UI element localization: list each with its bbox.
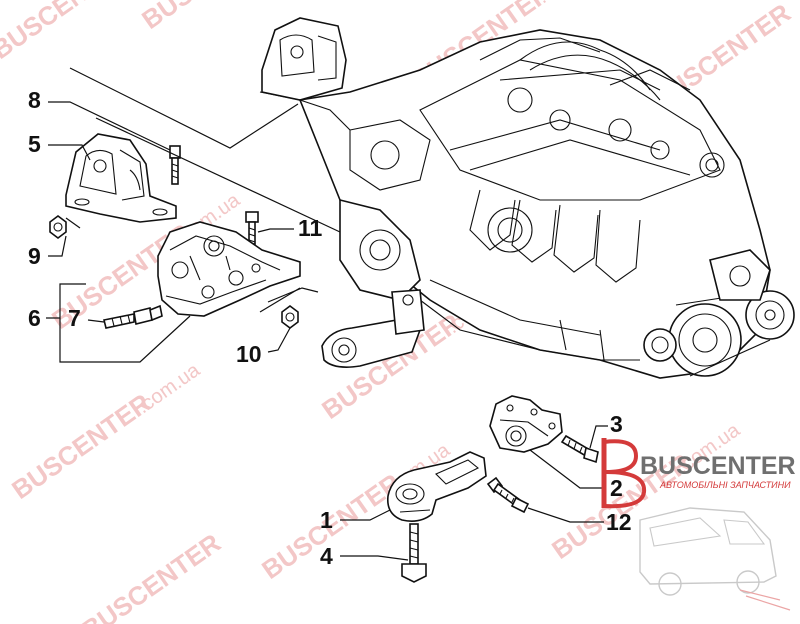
- nut-part: [49, 215, 67, 239]
- lower-torque-rod-part: [386, 451, 487, 522]
- engine-assembly: [259, 17, 795, 379]
- torque-rod-bracket-part: [489, 395, 563, 453]
- callout-10: 10: [236, 341, 262, 367]
- callout-12: 12: [606, 509, 632, 535]
- callout-1: 1: [320, 507, 333, 533]
- svg-text:BUSCENTER: BUSCENTER: [76, 527, 226, 624]
- nut-part: [281, 305, 299, 329]
- svg-text:.com.ua: .com.ua: [133, 359, 205, 418]
- callout-6: 6: [28, 305, 41, 331]
- callout-4: 4: [320, 543, 333, 569]
- callout-7: 7: [68, 305, 81, 331]
- callout-11: 11: [298, 215, 323, 241]
- bolt-part: [401, 523, 427, 583]
- leader-lines: [46, 67, 608, 561]
- gearbox-mount-bracket-part: [157, 221, 301, 317]
- upper-engine-mount-part: [65, 133, 177, 223]
- svg-text:BUSCENTER: BUSCENTER: [136, 0, 286, 35]
- logo-tagline: АВТОМОБІЛЬНІ ЗАПЧАСТИНИ: [659, 480, 791, 490]
- stud-part: [103, 304, 163, 329]
- svg-text:BUSCENTER: BUSCENTER: [0, 0, 136, 65]
- logo-b-mark: [601, 438, 647, 509]
- svg-text:.com.ua: .com.ua: [533, 0, 605, 8]
- watermark: BUSCENTER: [76, 527, 226, 624]
- bolt-part: [486, 476, 530, 514]
- callout-8: 8: [28, 87, 41, 113]
- svg-text:BUSCENTER: BUSCENTER: [6, 387, 156, 505]
- van-silhouette-icon: [639, 507, 791, 611]
- callout-9: 9: [28, 243, 41, 269]
- callout-labels: 8 5 9 6 7 11 10 3 2 12 1 4: [28, 87, 632, 569]
- bolt-part: [169, 145, 181, 185]
- logo-name: BUSCENTER: [640, 452, 796, 480]
- buscenter-logo: BUSCENTER АВТОМОБІЛЬНІ ЗАПЧАСТИНИ: [601, 438, 796, 611]
- bolt-part: [560, 434, 599, 464]
- callout-2: 2: [610, 475, 623, 501]
- callout-3: 3: [610, 411, 623, 437]
- watermark: BUSCENTER .com.ua: [6, 359, 205, 505]
- callout-5: 5: [28, 131, 41, 157]
